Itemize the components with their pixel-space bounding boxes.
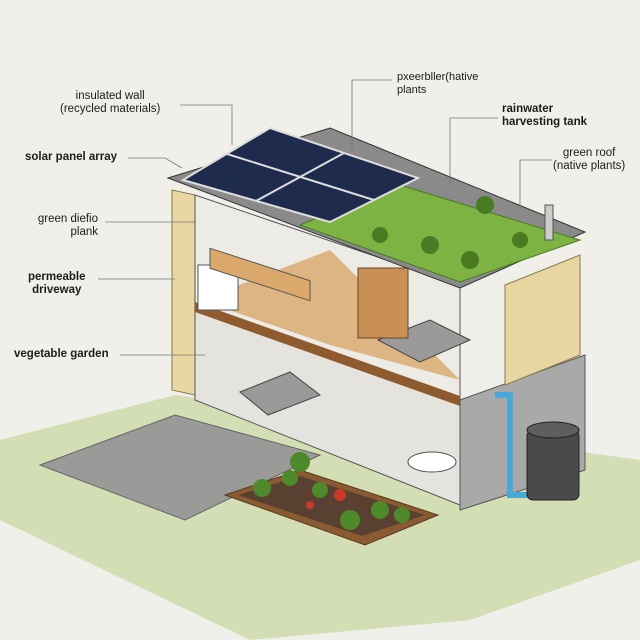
- label-line: plants: [397, 84, 427, 96]
- bookshelf: [357, 267, 409, 339]
- label-line: (recycled materials): [60, 103, 161, 115]
- label-line: vegetable garden: [14, 348, 109, 360]
- label-line: pxeerbller(hative: [397, 71, 479, 83]
- label-line: solar panel array: [25, 151, 118, 163]
- vent-pipe: [544, 204, 554, 241]
- vegetables: [253, 452, 410, 530]
- insulated-wall: [171, 189, 196, 396]
- label-green-roof: green roof (native plants): [553, 147, 625, 173]
- label-line: plank: [70, 226, 99, 238]
- bed-lower: [239, 371, 322, 416]
- label-solar-panel: solar panel array: [25, 151, 117, 164]
- label-rainwater-tank: rainwater harvesting tank: [502, 103, 587, 129]
- permeable-driveway: [38, 414, 322, 521]
- label-permeable-driveway: permeable driveway: [28, 271, 86, 297]
- label-native-plants: pxeerbller(hative plants: [397, 71, 478, 97]
- label-green-plank: green diefio plank: [30, 213, 98, 239]
- solar-panel-array: [180, 126, 421, 224]
- label-line: insulated wall: [75, 90, 145, 102]
- label-line: (native plants): [553, 160, 626, 172]
- insulated-wall-right: [504, 254, 581, 386]
- water-pipe: [495, 392, 540, 498]
- rainwater-tank: [526, 429, 580, 501]
- label-line: driveway: [32, 284, 82, 296]
- label-vegetable-garden: vegetable garden: [14, 348, 109, 361]
- bed-upper: [376, 319, 472, 363]
- label-line: harvesting tank: [502, 116, 587, 128]
- label-line: rainwater: [502, 103, 554, 115]
- bathtub: [407, 451, 457, 473]
- label-line: green roof: [562, 147, 616, 159]
- label-line: permeable: [28, 271, 86, 283]
- label-insulated-wall: insulated wall (recycled materials): [60, 90, 160, 116]
- leader-lines: [98, 79, 552, 356]
- label-line: green diefio: [37, 213, 98, 225]
